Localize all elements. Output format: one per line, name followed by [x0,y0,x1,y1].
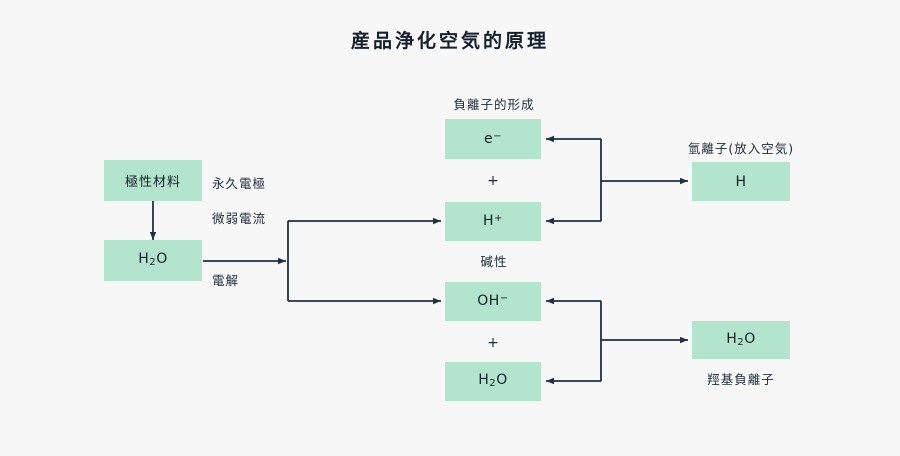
node-electron-label: e− [483,130,503,148]
node-water-product-mid[interactable]: H2O [445,362,541,401]
heading-hydrogen-ion: 氫離子(放入空気) [687,141,795,156]
edge-label-weak-current: 微弱電流 [212,211,267,226]
node-polar-material-label: 極性材料 [124,175,181,190]
node-water-product-right[interactable]: H2O [692,321,790,359]
node-hydroxide[interactable]: OH− [445,282,541,321]
node-electron[interactable]: e− [445,119,541,159]
edge-label-permanent-electrode: 永久電極 [212,176,267,191]
heading-anion-formation: 負離子的形成 [453,97,535,112]
operator-plus-top: + [487,173,499,189]
operator-plus-bottom: + [487,335,499,351]
node-hydrogen-atom-label: H [735,173,747,190]
node-hydroxide-label: OH− [477,293,509,310]
node-hydrogen-ion-label: H+ [483,213,503,230]
node-polar-material[interactable]: 極性材料 [104,160,202,201]
heading-alkaline: 碱性 [480,254,508,269]
heading-hydroxyl-anion: 羥基負離子 [707,372,775,387]
node-water-product-mid-label: H2O [478,372,508,390]
edge-label-electrolysis: 電解 [212,273,240,288]
node-water-source-label: H2O [138,251,168,269]
node-hydrogen-ion[interactable]: H+ [445,202,541,241]
node-hydrogen-atom[interactable]: H [692,162,790,201]
node-water-product-right-label: H2O [726,330,756,349]
page-title: 産品浄化空気的原理 [350,30,549,52]
node-water-source[interactable]: H2O [104,240,202,281]
